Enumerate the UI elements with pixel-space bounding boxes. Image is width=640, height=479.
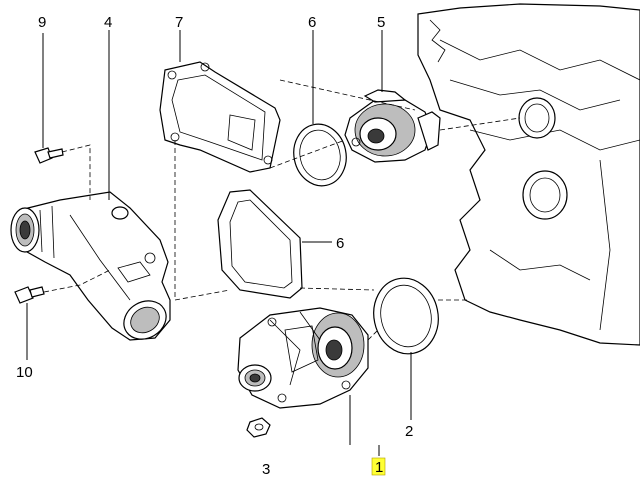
engine-block <box>417 3 640 346</box>
callout-6-lower[interactable]: 6 <box>336 235 344 252</box>
callout-1-highlight <box>371 457 386 476</box>
thermostat <box>344 89 441 163</box>
callout-1[interactable]: 1 <box>375 459 383 476</box>
bolt-9 <box>34 147 64 164</box>
alignment-lines <box>43 79 521 341</box>
callout-5[interactable]: 5 <box>377 14 385 31</box>
callout-7[interactable]: 7 <box>175 14 183 31</box>
nut <box>246 417 271 438</box>
o-ring-lower <box>373 277 439 355</box>
leader-lines <box>26 30 412 456</box>
o-ring-upper <box>293 123 347 187</box>
bolt-10 <box>14 286 45 304</box>
callout-9[interactable]: 9 <box>38 14 46 31</box>
water-pump <box>237 307 369 409</box>
callout-10[interactable]: 10 <box>16 364 33 381</box>
callout-6-upper[interactable]: 6 <box>308 14 316 31</box>
callout-4[interactable]: 4 <box>104 14 112 31</box>
gasket-small <box>217 189 303 299</box>
gasket-large <box>159 61 281 173</box>
callout-2[interactable]: 2 <box>405 423 413 440</box>
thermostat-housing <box>10 191 171 341</box>
callout-3[interactable]: 3 <box>262 461 270 478</box>
